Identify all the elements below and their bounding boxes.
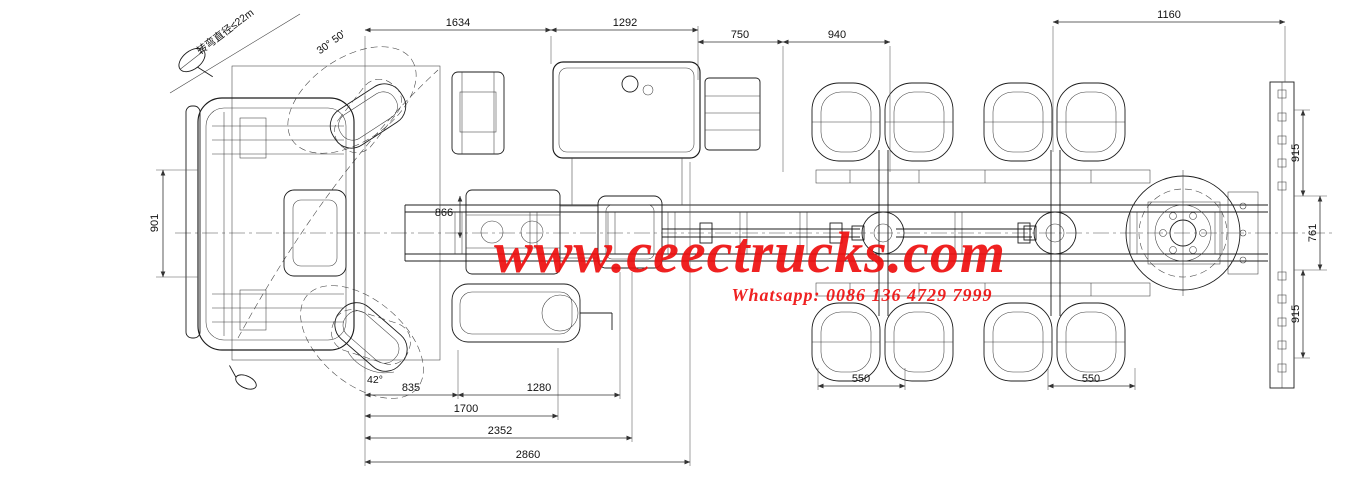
front-axle-wheels bbox=[329, 78, 411, 372]
dim-bottom-1280: 1280 bbox=[527, 382, 551, 394]
dim-mid-866: 866 bbox=[435, 207, 453, 219]
dim-right-761: 761 bbox=[1307, 224, 1319, 242]
dim-bottom-835: 835 bbox=[402, 382, 420, 394]
dim-top-940: 940 bbox=[828, 29, 846, 41]
inner-steer-angle: 30° 50' bbox=[315, 28, 348, 57]
watermark: www.ceectrucks.com Whatsapp: 0086 136 47… bbox=[494, 220, 1006, 305]
rear-end-plate bbox=[1269, 81, 1295, 389]
dim-right-915-bottom: 915 bbox=[1290, 305, 1302, 323]
dim-bottom-550-right: 550 bbox=[1082, 373, 1100, 385]
dim-top-1292: 1292 bbox=[613, 17, 637, 29]
cab-assembly bbox=[178, 47, 441, 390]
rear-turntable bbox=[1125, 170, 1241, 296]
rear-wheels-top bbox=[811, 82, 1126, 162]
fuel-tank bbox=[552, 61, 761, 205]
turning-clearance bbox=[169, 13, 439, 399]
dim-top-1634: 1634 bbox=[446, 17, 470, 29]
turning-diameter-note: 转弯直径≤22m bbox=[194, 6, 256, 58]
mirror-icon bbox=[229, 365, 257, 390]
engine-transmission bbox=[465, 189, 663, 275]
steering-wheel-icon bbox=[178, 47, 213, 78]
dim-bottom-2860: 2860 bbox=[516, 449, 540, 461]
dim-top-1160: 1160 bbox=[1157, 9, 1181, 21]
chassis-frame bbox=[404, 191, 1268, 275]
rear-bogie bbox=[815, 150, 1151, 316]
dim-bottom-1700: 1700 bbox=[454, 403, 478, 415]
dim-right-915-top: 915 bbox=[1290, 144, 1302, 162]
rear-wheels-bottom bbox=[811, 302, 1126, 382]
outer-steer-angle: 42° bbox=[367, 374, 383, 386]
battery-box bbox=[704, 77, 761, 151]
air-cleaner bbox=[451, 71, 505, 155]
dim-left-901: 901 bbox=[149, 214, 161, 232]
dim-top-750: 750 bbox=[731, 29, 749, 41]
dim-bottom-550-left: 550 bbox=[852, 373, 870, 385]
watermark-site: www.ceectrucks.com bbox=[494, 220, 1006, 285]
exhaust-muffler bbox=[451, 283, 613, 343]
watermark-contact: Whatsapp: 0086 136 4729 7999 bbox=[731, 285, 992, 305]
drive-shaft bbox=[662, 222, 1032, 244]
dim-bottom-2352: 2352 bbox=[488, 425, 512, 437]
